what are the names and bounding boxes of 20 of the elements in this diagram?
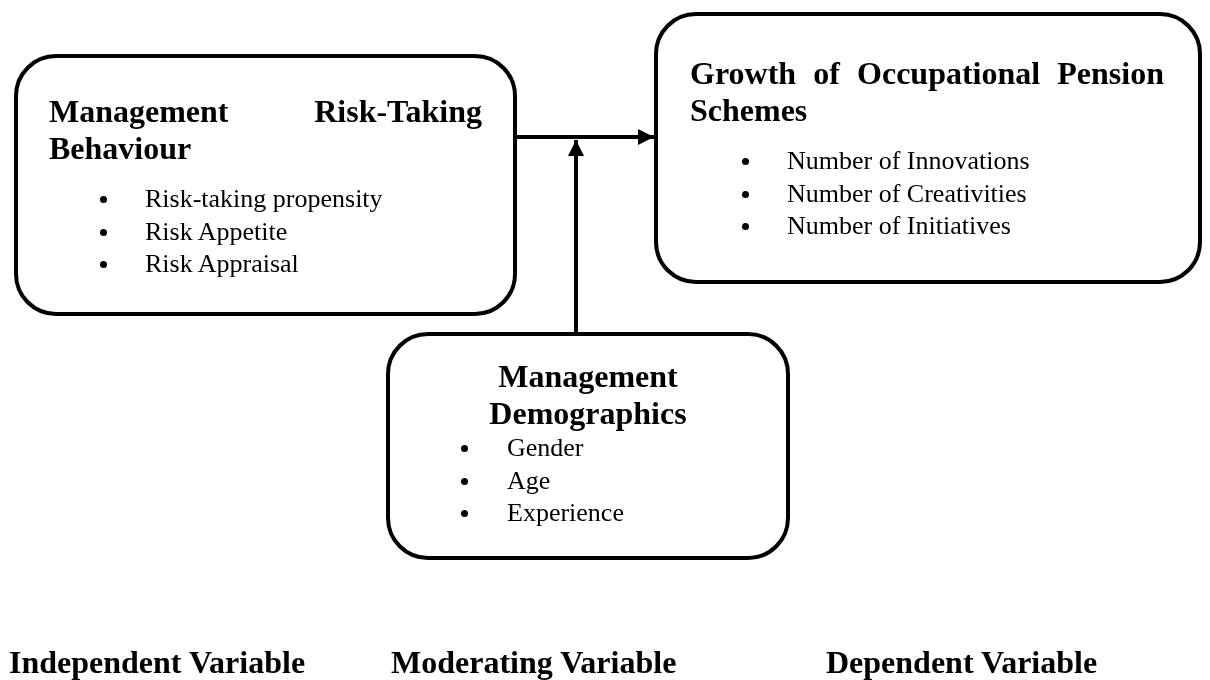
bullet-item: Number of Initiatives <box>787 210 1011 242</box>
rounded-box <box>14 54 517 316</box>
box-heading: Management Demographics <box>488 358 688 432</box>
bullet-item: Number of Creativities <box>787 177 1027 210</box>
arrow <box>568 140 584 332</box>
variable-label: Moderating Variable <box>391 644 677 680</box>
bullet-item: Risk-taking propensity <box>145 183 383 215</box>
arrow <box>517 129 654 145</box>
bullet-item: Age <box>507 464 551 497</box>
bullet-item: Experience <box>507 497 624 529</box>
bullet-item: Risk Appraisal <box>145 248 299 280</box>
box-heading: Growth of Occupational Pension Schemes <box>690 55 1164 129</box>
rounded-box <box>654 12 1202 284</box>
variable-label: Dependent Variable <box>826 644 1098 680</box>
bullet-item: Number of Innovations <box>787 145 1030 177</box>
bullet-item: Risk Appetite <box>145 215 288 248</box>
bullet-item: Gender <box>507 432 584 464</box>
box-heading: Management Risk-Taking Behaviour <box>49 93 482 167</box>
rounded-box <box>386 332 790 560</box>
variable-label: Independent Variable <box>9 644 306 680</box>
